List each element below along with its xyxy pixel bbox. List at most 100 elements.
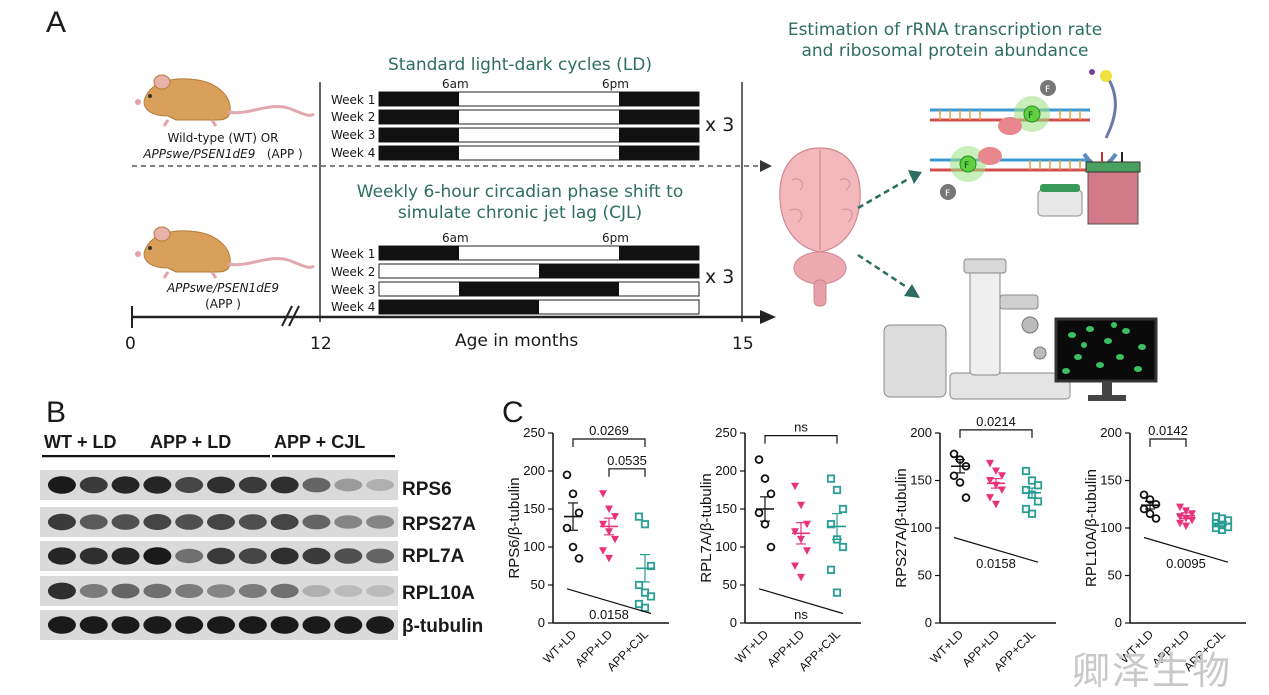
protein-label-rpl10a: RPL10A	[402, 583, 475, 604]
chart-2-ytick-label: 100	[715, 539, 737, 554]
blot-band-rps6-2	[79, 476, 108, 494]
blot-band-beta-tubulin-11	[366, 616, 395, 634]
blot-band-rps27a-6	[207, 514, 235, 530]
mouse2-label-line1: APPswe/PSEN1dE9	[166, 281, 280, 295]
chart-1-point	[599, 520, 607, 529]
blot-band-beta-tubulin-10	[334, 616, 363, 634]
blot-band-rps27a-5	[175, 514, 204, 530]
chart-3-point	[998, 472, 1006, 480]
chart-3-point	[986, 459, 994, 468]
blot-band-rpl10a-8	[270, 583, 299, 599]
rrna-transcription-icon: F F F F	[930, 69, 1118, 204]
protein-label-beta-tubulin: β-tubulin	[402, 616, 484, 637]
chart-3-ylabel: RPS27A/β-tubulin	[893, 468, 910, 588]
cjl-week-2-label: Week 2	[331, 265, 376, 279]
blot-band-rps6-3	[111, 476, 140, 494]
chart-1-trend-line	[566, 588, 652, 615]
chart-1-ytick-label: 150	[523, 501, 545, 516]
analysis-arrows	[857, 170, 922, 298]
blot-band-rps6-8	[270, 476, 299, 494]
blot-band-rpl7a-7	[238, 548, 267, 564]
blot-band-rpl10a-1	[47, 582, 76, 600]
age-axis-label: Age in months	[455, 331, 579, 351]
chart-1-ylabel: RPS6/β-tubulin	[506, 477, 523, 578]
age-tick-0: 0	[125, 334, 136, 354]
chart-2-point	[766, 542, 776, 552]
blot-band-rps6-9	[302, 477, 331, 493]
ld-week-1-dark-2	[619, 92, 699, 106]
chart-4: 050100150200RPL10A/β-tubulinWT+LDAPP+LDA…	[1083, 423, 1246, 674]
blot-band-rpl10a-3	[111, 583, 140, 599]
chart-3-point	[1033, 497, 1043, 506]
blot-band-beta-tubulin-9	[302, 616, 331, 634]
chart-3-point	[961, 493, 971, 502]
axis-break-2	[288, 305, 300, 327]
ld-repeat-label: x 3	[705, 114, 735, 136]
cjl-week-4-dark-1	[379, 300, 539, 314]
panel-c-letter: C	[502, 396, 524, 429]
chart-2-point	[826, 565, 836, 574]
chart-4-ylabel: RPL10A/β-tubulin	[1083, 469, 1100, 587]
blot-band-rpl7a-8	[270, 547, 299, 565]
blot-band-beta-tubulin-8	[270, 616, 299, 634]
chart-2-ytick-label: 150	[715, 501, 737, 516]
chart-4-ytick-label: 100	[1100, 520, 1122, 535]
mouse-icon-2	[135, 226, 315, 279]
blot-band-beta-tubulin-4	[143, 616, 172, 634]
blot-group-wt-ld: WT + LD	[44, 432, 117, 452]
cjl-title-line2: simulate chronic jet lag (CJL)	[397, 203, 643, 223]
chart-1-ytick-label: 100	[523, 539, 545, 554]
ld-title: Standard light-dark cycles (LD)	[387, 55, 653, 75]
cjl-week-3-label: Week 3	[331, 283, 376, 297]
chart-1-point	[646, 561, 656, 571]
blot-band-rpl10a-4	[143, 583, 172, 599]
blot-band-beta-tubulin-5	[175, 616, 204, 634]
chart-2-bracket	[764, 435, 838, 444]
blot-band-rps27a-1	[47, 513, 76, 531]
chart-1-bracket	[572, 438, 646, 447]
blot-band-rps27a-7	[238, 514, 267, 530]
blot-band-rpl7a-9	[302, 547, 331, 565]
chart-1-point	[640, 603, 650, 612]
blot-band-rps6-4	[143, 476, 172, 494]
chart-2-point	[797, 501, 805, 510]
chart-1-point	[568, 489, 578, 499]
chart-4-trend-line	[1143, 536, 1229, 563]
chart-4-point	[1151, 514, 1161, 523]
mouse1-label-line2: APPswe/PSEN1dE9 (APP )	[138, 146, 308, 162]
blot-band-rps6-5	[175, 477, 204, 493]
age-tick-15: 15	[732, 334, 754, 354]
chart-1-point	[640, 520, 650, 529]
chart-1-point	[568, 542, 578, 552]
blot-band-rpl10a-10	[334, 585, 363, 597]
analysis-header-line1: Estimation of rRNA transcription rate	[787, 20, 1103, 40]
ld-week-3-dark-1	[379, 128, 459, 142]
blot-group-app-ld: APP + LD	[150, 432, 232, 452]
chart-2-ytick-label: 50	[723, 577, 737, 592]
ld-week-1-label: Week 1	[331, 93, 376, 107]
age-axis-arrowhead	[760, 310, 776, 324]
chart-2-point	[838, 542, 848, 552]
protein-label-rps27a: RPS27A	[402, 514, 476, 535]
blot-band-rpl7a-10	[334, 548, 363, 564]
axis-break-1	[281, 305, 293, 327]
watermark: 卿泽生物	[1072, 649, 1233, 693]
blot-band-beta-tubulin-3	[111, 616, 140, 634]
chart-3-point	[1021, 504, 1031, 514]
chart-4-point	[1182, 507, 1190, 515]
blot-band-rps6-1	[47, 476, 76, 494]
chart-2-point	[797, 573, 805, 582]
chart-2-trend-line	[758, 588, 844, 615]
cjl-week-1-label: Week 1	[331, 247, 376, 261]
dashed-arrowhead	[760, 160, 772, 172]
chart-1-ytick-label: 200	[523, 463, 545, 478]
chart-2-point	[826, 474, 836, 483]
blot-band-rps27a-4	[143, 514, 172, 530]
western-blot-apparatus-icon	[1037, 152, 1141, 225]
blot-band-beta-tubulin-2	[79, 616, 108, 634]
chart-1-bracket-label: 0.0269	[589, 423, 629, 438]
chart-4-ytick-label: 0	[1115, 615, 1122, 630]
chart-4-point	[1176, 519, 1184, 528]
chart-1-point	[574, 554, 584, 563]
